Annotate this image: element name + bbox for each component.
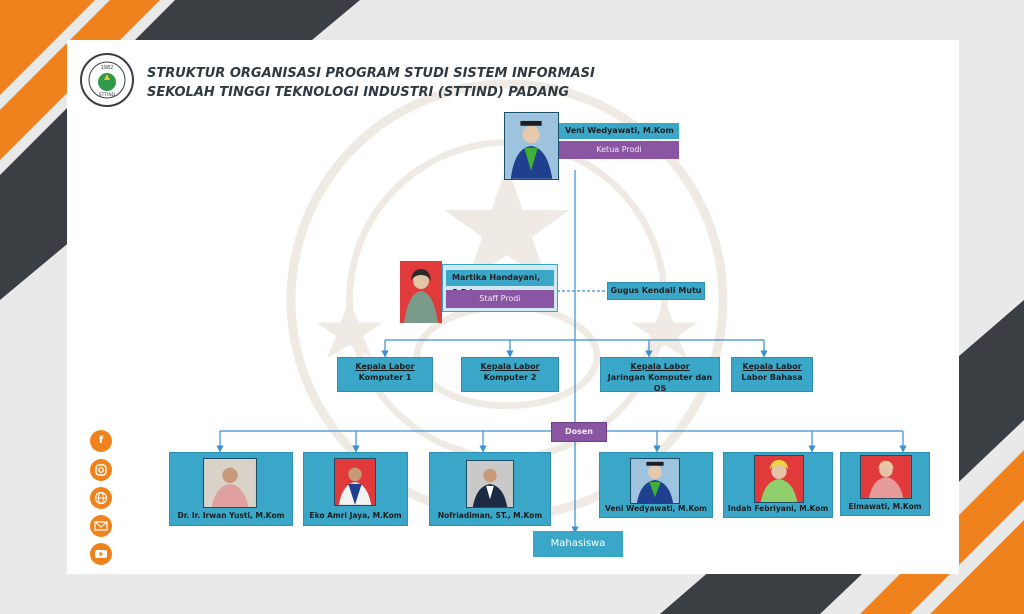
- staff-role: Staff Prodi: [446, 290, 554, 308]
- labor-head-komputer-2: Kepala Labor Komputer 2: [461, 357, 559, 392]
- lecturer-card: Indah Febriyani, M.Kom: [723, 452, 833, 518]
- labor-title: Kepala Labor: [480, 362, 540, 371]
- person-avatar-icon: [467, 461, 513, 507]
- org-chart-card: 1982 STTIND STRUKTUR ORGANISASI PROGRAM …: [67, 40, 959, 574]
- lecturer-photo: [203, 458, 257, 508]
- labor-head-jaringan: Kepala Labor Jaringan Komputer dan OS: [600, 357, 720, 393]
- lecturer-name: Eko Amri Jaya, M.Kom: [309, 511, 402, 520]
- lecturer-photo: [754, 455, 804, 503]
- lecturers-group-label: Dosen: [551, 422, 607, 442]
- lecturer-card: Elmawati, M.Kom: [840, 452, 930, 516]
- head-role: Ketua Prodi: [559, 141, 679, 159]
- staff-photo: [400, 261, 442, 323]
- person-avatar-icon: [400, 261, 442, 323]
- lecturer-card: Eko Amri Jaya, M.Kom: [303, 452, 408, 526]
- person-avatar-icon: [204, 459, 256, 507]
- person-avatar-icon: [335, 459, 375, 505]
- lecturer-card: Nofriadiman, ST., M.Kom: [429, 452, 551, 526]
- mail-icon[interactable]: [90, 515, 112, 537]
- lecturer-name: Elmawati, M.Kom: [848, 502, 922, 511]
- lecturer-card: Veni Wedyawati, M.Kom: [599, 452, 713, 518]
- head-name: Veni Wedyawati, M.Kom: [559, 123, 679, 139]
- labor-subtitle: Labor Bahasa: [741, 373, 803, 382]
- lecturer-photo: [334, 458, 376, 506]
- labor-subtitle: Komputer 2: [483, 373, 537, 382]
- head-photo: [504, 112, 559, 180]
- labor-title: Kepala Labor: [742, 362, 802, 371]
- lecturer-photo: [860, 455, 912, 499]
- labor-subtitle: Jaringan Komputer dan OS: [607, 373, 713, 393]
- head-photo-frame: [504, 112, 559, 180]
- lecturer-name: Veni Wedyawati, M.Kom: [605, 504, 707, 513]
- youtube-icon[interactable]: [90, 543, 112, 565]
- lecturer-photo: [466, 460, 514, 508]
- person-avatar-icon: [505, 113, 558, 179]
- students-box: Mahasiswa: [533, 531, 623, 557]
- person-avatar-icon: [861, 456, 911, 498]
- person-avatar-icon: [755, 456, 803, 502]
- lecturer-photo: [630, 458, 680, 504]
- labor-head-komputer-1: Kepala Labor Komputer 1: [337, 357, 433, 392]
- institution-logo: 1982 STTIND: [79, 52, 135, 108]
- title-line-1: STRUKTUR ORGANISASI PROGRAM STUDI SISTEM…: [147, 66, 595, 81]
- labor-subtitle: Komputer 1: [358, 373, 412, 382]
- logo-year: 1982: [101, 65, 114, 71]
- logo-abbr: STTIND: [99, 92, 116, 98]
- labor-title: Kepala Labor: [355, 362, 415, 371]
- lecturer-name: Indah Febriyani, M.Kom: [727, 504, 829, 513]
- lecturer-name: Dr. Ir. Irwan Yusti, M.Kom: [177, 511, 285, 520]
- title-line-2: SEKOLAH TINGGI TEKNOLOGI INDUSTRI (STTIN…: [147, 85, 570, 100]
- facebook-icon[interactable]: f: [90, 430, 112, 452]
- labor-head-bahasa: Kepala Labor Labor Bahasa: [731, 357, 813, 392]
- globe-icon[interactable]: [90, 487, 112, 509]
- lecturer-name: Nofriadiman, ST., M.Kom: [437, 511, 543, 520]
- instagram-icon[interactable]: [90, 459, 112, 481]
- staff-name: Martika Handayani, S.Pd: [446, 270, 554, 297]
- lecturer-card: Dr. Ir. Irwan Yusti, M.Kom: [169, 452, 293, 526]
- labor-title: Kepala Labor: [630, 362, 690, 371]
- quality-control-box: Gugus Kendali Mutu: [607, 282, 705, 300]
- facebook-glyph: f: [98, 435, 104, 446]
- staff-photo-frame: [400, 261, 442, 323]
- person-avatar-icon: [631, 459, 679, 503]
- page-title: STRUKTUR ORGANISASI PROGRAM STUDI SISTEM…: [147, 64, 595, 102]
